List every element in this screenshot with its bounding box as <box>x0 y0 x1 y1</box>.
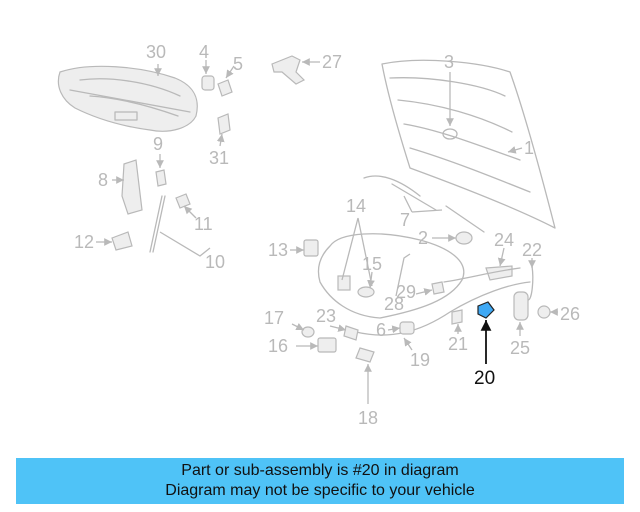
part-17-plug <box>301 326 315 338</box>
callout-27: 27 <box>322 52 342 72</box>
callout-24: 24 <box>494 230 514 250</box>
part-30-insulation-pad <box>57 65 198 132</box>
part-23-bracket <box>343 325 359 341</box>
callout-18: 18 <box>358 408 378 428</box>
callout-19: 19 <box>410 350 430 370</box>
part-12-bracket <box>111 231 133 251</box>
callout-11: 11 <box>194 214 213 234</box>
part-14-seal-frame <box>317 233 465 319</box>
callout-10: 10 <box>205 252 225 272</box>
callout-15: 15 <box>362 254 382 274</box>
part-29-clip <box>431 281 445 295</box>
callout-4: 4 <box>199 42 209 62</box>
part-9-ball-stud <box>155 169 167 187</box>
callout-7: 7 <box>400 210 410 230</box>
callout-2: 2 <box>418 228 428 248</box>
callout-16: 16 <box>268 336 288 356</box>
banner-line-2: Diagram may not be specific to your vehi… <box>165 482 475 499</box>
callout-13: 13 <box>268 240 288 260</box>
callout-23: 23 <box>316 306 336 326</box>
callout-21: 21 <box>448 334 468 354</box>
part-20-highlighted <box>477 301 495 319</box>
callout-5: 5 <box>233 54 243 74</box>
callout-20: 20 <box>474 368 495 389</box>
callout-6: 6 <box>376 320 386 340</box>
part-6-grommet <box>399 321 415 335</box>
callout-29: 29 <box>396 282 416 302</box>
part-22-cable <box>527 265 534 301</box>
callout-28: 28 <box>384 294 404 314</box>
part-27-hinge <box>271 55 306 85</box>
part-8-bracket <box>121 159 143 215</box>
part-13-latch <box>303 239 319 257</box>
callout-9: 9 <box>153 134 163 154</box>
part-25-handle <box>513 291 529 321</box>
part-16-release-handle <box>317 337 337 353</box>
info-banner: Part or sub-assembly is #20 in diagram D… <box>16 458 624 504</box>
callout-25: 25 <box>510 338 530 358</box>
part-18-cable-end <box>355 347 375 363</box>
part-4-grommet <box>201 75 215 91</box>
part-24-lever <box>443 265 521 283</box>
callout-8: 8 <box>98 170 108 190</box>
part-10-gas-strut <box>149 195 166 253</box>
part-1-hood <box>381 59 556 229</box>
callout-numbers: 30 4 5 27 3 1 9 31 8 11 12 10 7 2 14 13 … <box>74 42 580 428</box>
callout-1: 1 <box>524 138 534 158</box>
part-5-clip <box>217 79 233 97</box>
callout-22: 22 <box>522 240 542 260</box>
part-31-bracket <box>217 113 231 135</box>
part-7-seal <box>363 175 485 233</box>
callout-17: 17 <box>264 308 284 328</box>
callout-12: 12 <box>74 232 94 252</box>
part-26-knob <box>537 305 551 319</box>
callout-30: 30 <box>146 42 166 62</box>
callout-31: 31 <box>209 148 229 168</box>
part-2-bumper <box>455 231 473 245</box>
part-11-clip <box>175 193 191 209</box>
callout-26: 26 <box>560 304 580 324</box>
part-21-clip <box>451 309 463 325</box>
leader-lines <box>96 58 558 404</box>
part-19-release-cable <box>355 281 531 336</box>
callout-14: 14 <box>346 196 366 216</box>
callout-3: 3 <box>444 52 454 72</box>
banner-line-1: Part or sub-assembly is #20 in diagram <box>181 462 459 479</box>
